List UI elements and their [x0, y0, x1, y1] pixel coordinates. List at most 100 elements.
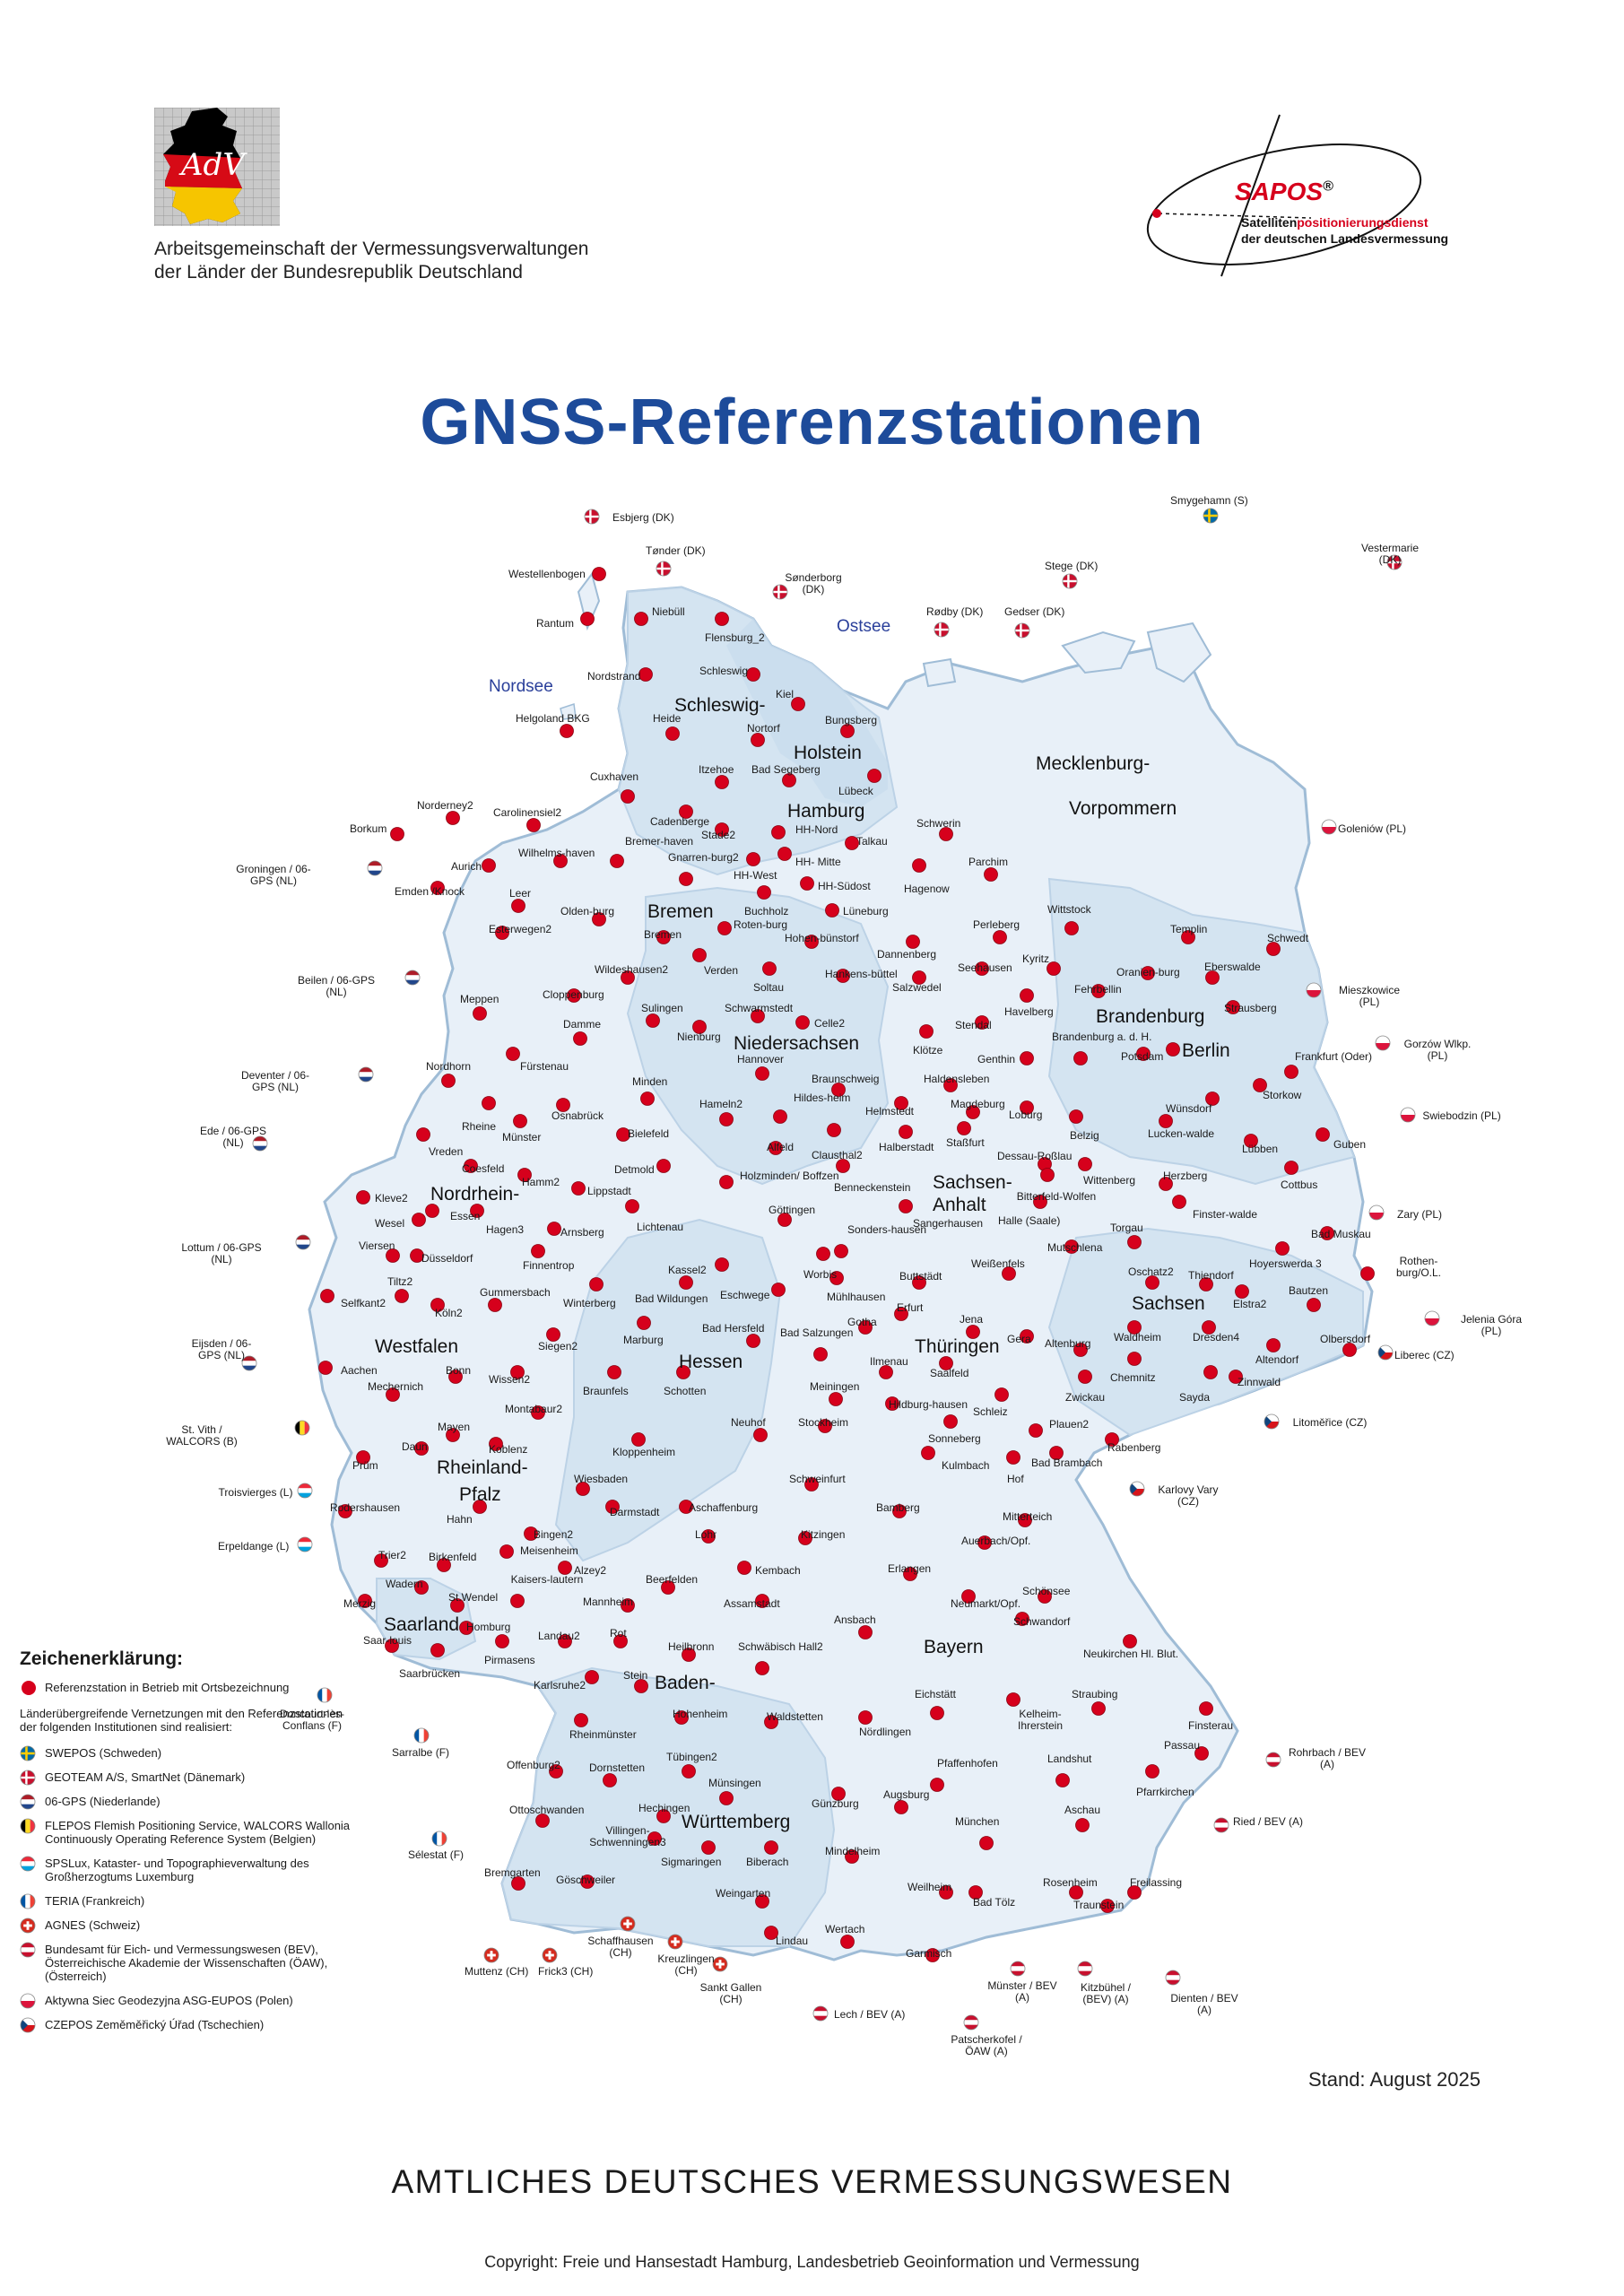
- station-marker[interactable]: [798, 1531, 812, 1545]
- station-marker[interactable]: [1091, 1701, 1106, 1716]
- station-marker[interactable]: [899, 1125, 913, 1139]
- station-marker[interactable]: [829, 1392, 843, 1406]
- station-marker[interactable]: [715, 612, 729, 626]
- station-marker[interactable]: [1046, 961, 1061, 976]
- station-marker[interactable]: [1377, 1344, 1394, 1361]
- station-marker[interactable]: [1181, 930, 1195, 944]
- station-marker[interactable]: [589, 1277, 604, 1292]
- station-marker[interactable]: [966, 1325, 980, 1339]
- station-marker[interactable]: [1253, 1078, 1267, 1092]
- station-marker[interactable]: [975, 961, 989, 976]
- station-marker[interactable]: [412, 1213, 426, 1227]
- station-marker[interactable]: [482, 1096, 496, 1110]
- station-marker[interactable]: [547, 1222, 561, 1236]
- station-marker[interactable]: [867, 769, 881, 783]
- station-marker[interactable]: [1127, 1320, 1142, 1335]
- station-marker[interactable]: [746, 667, 760, 682]
- station-marker[interactable]: [510, 1365, 525, 1379]
- station-marker[interactable]: [524, 1526, 538, 1541]
- station-marker[interactable]: [634, 1679, 648, 1693]
- station-marker[interactable]: [746, 852, 760, 866]
- station-marker[interactable]: [470, 1204, 484, 1218]
- station-marker[interactable]: [358, 1066, 374, 1083]
- station-marker[interactable]: [1264, 1413, 1280, 1430]
- station-marker[interactable]: [1020, 1100, 1034, 1115]
- station-marker[interactable]: [692, 948, 707, 962]
- station-marker[interactable]: [979, 1836, 994, 1850]
- station-marker[interactable]: [816, 1247, 830, 1261]
- station-marker[interactable]: [592, 912, 606, 926]
- station-marker[interactable]: [446, 1428, 460, 1442]
- station-marker[interactable]: [374, 1553, 388, 1568]
- station-marker[interactable]: [1018, 1513, 1032, 1527]
- station-marker[interactable]: [1129, 1481, 1145, 1497]
- station-marker[interactable]: [858, 1320, 873, 1335]
- station-marker[interactable]: [1069, 1885, 1083, 1900]
- station-marker[interactable]: [715, 775, 729, 789]
- station-marker[interactable]: [957, 1121, 971, 1135]
- station-marker[interactable]: [430, 1643, 445, 1657]
- station-marker[interactable]: [560, 724, 574, 738]
- station-marker[interactable]: [1075, 1818, 1090, 1832]
- station-marker[interactable]: [607, 1365, 621, 1379]
- station-marker[interactable]: [829, 1271, 844, 1285]
- station-marker[interactable]: [834, 1244, 848, 1258]
- station-marker[interactable]: [977, 1535, 992, 1550]
- station-marker[interactable]: [831, 1083, 846, 1097]
- station-marker[interactable]: [638, 667, 653, 682]
- station-marker[interactable]: [647, 1831, 662, 1846]
- foreign-station-marker[interactable]: [812, 2005, 829, 2022]
- station-marker[interactable]: [755, 1661, 769, 1675]
- station-marker[interactable]: [616, 1127, 630, 1142]
- station-marker[interactable]: [804, 1477, 819, 1492]
- station-marker[interactable]: [755, 1894, 769, 1909]
- station-marker[interactable]: [320, 1289, 334, 1303]
- station-marker[interactable]: [892, 1504, 907, 1518]
- station-marker[interactable]: [961, 1589, 976, 1604]
- station-marker[interactable]: [1049, 1446, 1064, 1460]
- station-marker[interactable]: [1235, 1284, 1249, 1299]
- station-marker[interactable]: [531, 1405, 545, 1420]
- station-marker[interactable]: [719, 1112, 734, 1126]
- station-marker[interactable]: [580, 612, 595, 626]
- station-marker[interactable]: [634, 612, 648, 626]
- station-marker[interactable]: [495, 926, 509, 940]
- station-marker[interactable]: [813, 1347, 828, 1361]
- station-marker[interactable]: [679, 1500, 693, 1514]
- foreign-station-marker[interactable]: [963, 2014, 979, 2031]
- station-marker[interactable]: [858, 1710, 873, 1725]
- station-marker[interactable]: [1020, 988, 1034, 1003]
- station-marker[interactable]: [701, 1529, 716, 1544]
- foreign-station-marker[interactable]: [656, 561, 672, 577]
- foreign-station-marker[interactable]: [1321, 819, 1337, 835]
- station-marker[interactable]: [1091, 984, 1106, 998]
- station-marker[interactable]: [771, 825, 786, 839]
- station-marker[interactable]: [1266, 1338, 1281, 1352]
- station-marker[interactable]: [1284, 1065, 1298, 1079]
- foreign-station-marker[interactable]: [620, 1916, 636, 1932]
- station-marker[interactable]: [804, 935, 819, 949]
- station-marker[interactable]: [585, 1670, 599, 1684]
- station-marker[interactable]: [764, 1840, 778, 1855]
- station-marker[interactable]: [894, 1096, 908, 1110]
- foreign-station-marker[interactable]: [667, 1934, 683, 1950]
- station-marker[interactable]: [625, 1199, 639, 1213]
- station-marker[interactable]: [656, 1809, 671, 1823]
- station-marker[interactable]: [1284, 1161, 1298, 1175]
- station-marker[interactable]: [1006, 1450, 1020, 1465]
- station-marker[interactable]: [414, 1441, 429, 1456]
- station-marker[interactable]: [1159, 1114, 1173, 1128]
- station-marker[interactable]: [715, 1257, 729, 1272]
- station-marker[interactable]: [1127, 1352, 1142, 1366]
- station-marker[interactable]: [818, 1419, 832, 1433]
- station-marker[interactable]: [573, 1031, 587, 1046]
- station-marker[interactable]: [358, 1594, 372, 1608]
- station-marker[interactable]: [1159, 1177, 1173, 1191]
- station-marker[interactable]: [751, 733, 765, 747]
- station-marker[interactable]: [966, 1105, 980, 1119]
- station-marker[interactable]: [1205, 1091, 1220, 1106]
- station-marker[interactable]: [755, 1594, 769, 1608]
- station-marker[interactable]: [510, 1594, 525, 1608]
- station-marker[interactable]: [473, 1500, 487, 1514]
- station-marker[interactable]: [1020, 1329, 1034, 1344]
